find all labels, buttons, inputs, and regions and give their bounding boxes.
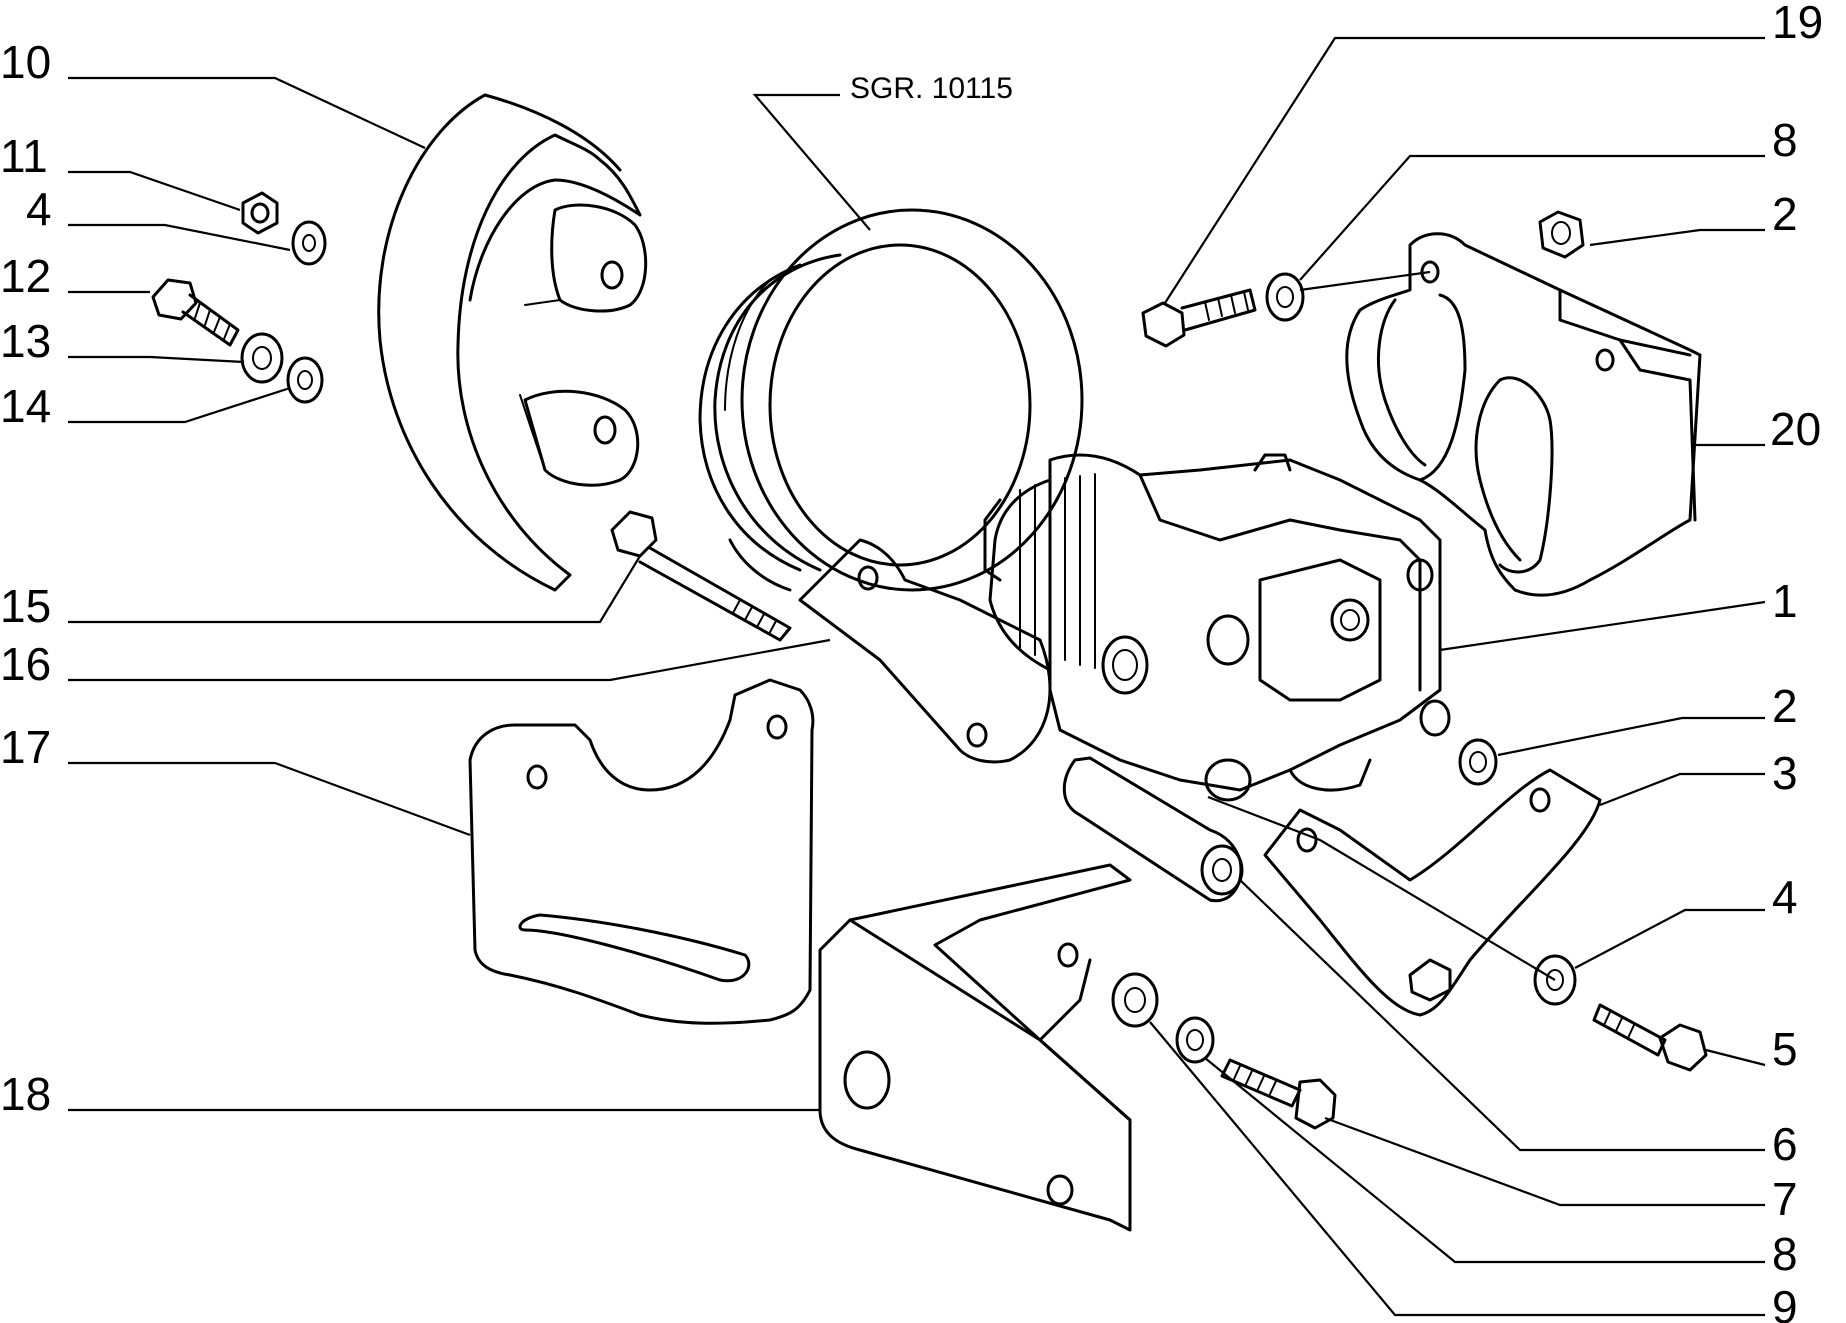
nut-part-11[interactable] bbox=[241, 191, 279, 235]
leader-10 bbox=[68, 76, 426, 149]
callout-5: 5 bbox=[1772, 1023, 1798, 1075]
leader-15 bbox=[68, 555, 641, 624]
leader-16 bbox=[68, 638, 831, 682]
leader-sgr bbox=[752, 93, 871, 231]
leader-8-upper bbox=[1299, 154, 1765, 292]
leader-4-upper bbox=[68, 223, 291, 252]
callout-14: 14 bbox=[0, 380, 51, 432]
callout-13: 13 bbox=[0, 315, 51, 367]
leader-14 bbox=[68, 386, 291, 424]
leader-2-lower bbox=[1497, 716, 1765, 757]
callout-4-lower: 4 bbox=[1772, 871, 1798, 923]
lock-washer-part-8-lower[interactable] bbox=[1175, 1016, 1215, 1064]
pulley-sgr-10115[interactable] bbox=[698, 208, 1084, 592]
leader-8-lower bbox=[1204, 1057, 1765, 1264]
callout-2-upper: 2 bbox=[1772, 188, 1798, 240]
leader-7 bbox=[1324, 1116, 1765, 1207]
washer-part-8-upper[interactable] bbox=[1265, 272, 1305, 322]
callout-9: 9 bbox=[1772, 1281, 1798, 1323]
callout-7: 7 bbox=[1772, 1173, 1798, 1225]
reference-code: SGR. 10115 bbox=[850, 72, 1013, 105]
pulley-guard-part-10[interactable] bbox=[377, 93, 648, 592]
rear-bracket-part-20[interactable] bbox=[1345, 232, 1702, 597]
small-bracket-part-3[interactable] bbox=[1263, 768, 1602, 1017]
washer-part-14[interactable] bbox=[286, 356, 324, 404]
spacer-tube-part-6[interactable] bbox=[1062, 756, 1244, 903]
callout-11: 11 bbox=[0, 130, 48, 182]
callout-12: 12 bbox=[0, 250, 51, 302]
leader-17 bbox=[68, 761, 471, 837]
callout-15: 15 bbox=[0, 580, 51, 632]
nut-part-2-upper[interactable] bbox=[1538, 210, 1585, 259]
callout-18: 18 bbox=[0, 1068, 51, 1120]
callout-20: 20 bbox=[1770, 403, 1821, 455]
pump-bracket-part-16[interactable] bbox=[798, 538, 1052, 764]
leader-13 bbox=[68, 355, 245, 364]
washer-part-9[interactable] bbox=[1111, 972, 1159, 1028]
leader-3 bbox=[1599, 772, 1765, 807]
power-steering-pump-part-1[interactable] bbox=[983, 453, 1451, 802]
callout-10: 10 bbox=[0, 36, 51, 88]
callout-17: 17 bbox=[0, 721, 51, 773]
bolt-part-19[interactable] bbox=[1141, 288, 1257, 348]
washer-part-4-lower[interactable] bbox=[1533, 954, 1577, 1006]
callout-16: 16 bbox=[0, 638, 51, 690]
leader-9 bbox=[1149, 1021, 1765, 1317]
bolt-part-7[interactable] bbox=[1220, 1058, 1337, 1130]
callout-4-upper: 4 bbox=[26, 183, 52, 235]
callout-3: 3 bbox=[1772, 747, 1798, 799]
callout-19: 19 bbox=[1772, 0, 1823, 48]
bolt-part-12[interactable] bbox=[151, 278, 240, 347]
leader-2-upper bbox=[1589, 228, 1765, 247]
angle-bracket-part-18[interactable] bbox=[818, 863, 1132, 1232]
callout-8-lower: 8 bbox=[1772, 1228, 1798, 1280]
callout-2-lower: 2 bbox=[1772, 680, 1798, 732]
leader-6 bbox=[1239, 879, 1765, 1152]
mounting-plate-part-17[interactable] bbox=[468, 678, 815, 1025]
leader-5 bbox=[1705, 1048, 1766, 1067]
leader-lines bbox=[68, 36, 1766, 1317]
leader-11 bbox=[68, 170, 241, 212]
bolt-part-5[interactable] bbox=[1592, 1003, 1708, 1072]
leader-19 bbox=[1164, 36, 1765, 304]
leader-shaft-6 bbox=[1207, 795, 1556, 981]
callout-1: 1 bbox=[1772, 575, 1798, 627]
washer-part-4-upper[interactable] bbox=[291, 220, 327, 266]
leader-1 bbox=[1439, 600, 1766, 652]
long-bolt-part-15[interactable] bbox=[610, 510, 792, 642]
lock-washer-part-13[interactable] bbox=[240, 332, 284, 384]
callout-8-upper: 8 bbox=[1772, 114, 1798, 166]
nut-part-2-lower[interactable] bbox=[1458, 738, 1498, 786]
callout-6: 6 bbox=[1772, 1118, 1798, 1170]
leader-4-lower bbox=[1574, 908, 1765, 969]
